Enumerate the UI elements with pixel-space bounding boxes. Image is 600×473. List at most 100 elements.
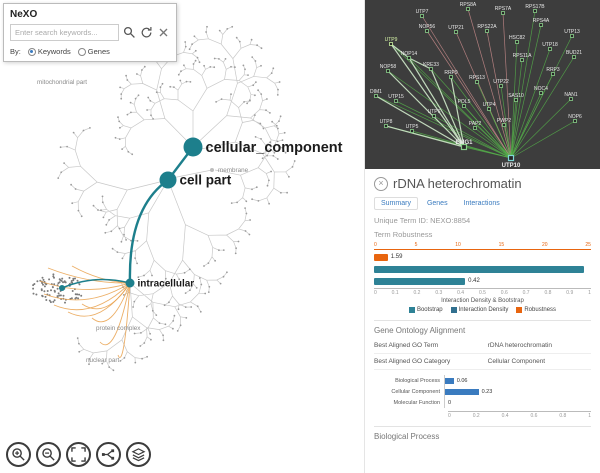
network-node-label[interactable]: RPS4A: [533, 18, 550, 24]
tree-node-intracellular[interactable]: [125, 278, 135, 288]
tree-term-label[interactable]: membrane: [218, 167, 249, 174]
network-node-DIM1[interactable]: [374, 94, 378, 98]
network-node-SAS10[interactable]: [514, 98, 518, 102]
network-node-label[interactable]: DIM1: [370, 89, 382, 95]
tab-interactions[interactable]: Interactions: [463, 200, 500, 207]
network-node-RRP3[interactable]: [551, 72, 555, 76]
zoom-in-button[interactable]: [6, 442, 31, 467]
network-node-label[interactable]: SAS10: [508, 93, 524, 99]
network-node-POL5[interactable]: [462, 104, 466, 108]
network-node-label[interactable]: RPS13: [469, 75, 485, 81]
interaction-network-panel[interactable]: UTP7 RPS8A RPS7A RPS17B UTP13 NOP56 UTP21 RPS22…: [365, 0, 600, 169]
layers-button[interactable]: [126, 442, 151, 467]
network-node-label[interactable]: UTP21: [448, 25, 464, 31]
search-icon[interactable]: [122, 26, 136, 40]
network-node-label[interactable]: UTP8: [380, 119, 393, 125]
tree-node-label[interactable]: cellular_component: [206, 140, 343, 156]
network-node-label[interactable]: POL5: [458, 99, 471, 105]
network-node-label[interactable]: NAN1: [564, 92, 578, 98]
network-node-RPS11A[interactable]: [520, 58, 524, 62]
network-node-PWP2[interactable]: [502, 123, 506, 127]
network-node-label[interactable]: PAP2: [469, 121, 482, 127]
network-node-NOP14[interactable]: [407, 56, 411, 60]
tree-term-label[interactable]: nuclear part: [86, 357, 120, 364]
network-node-label[interactable]: UTP13: [564, 29, 580, 35]
network-node-EMG1[interactable]: [460, 143, 468, 151]
tree-node-label[interactable]: intracellular: [138, 279, 195, 290]
network-node-label[interactable]: UTP5: [406, 124, 419, 130]
network-node-label[interactable]: UTP10: [502, 163, 521, 169]
network-node-UTP9[interactable]: [389, 42, 393, 46]
network-node-RRP9[interactable]: [449, 75, 453, 79]
network-node-label[interactable]: RPS17B: [525, 4, 545, 10]
network-node-NOP58[interactable]: [386, 69, 390, 73]
network-node-RPS7A[interactable]: [501, 11, 505, 15]
network-node-RPS8A[interactable]: [466, 7, 470, 11]
network-node-UTP4[interactable]: [487, 107, 491, 111]
network-node-label[interactable]: KRE33: [423, 62, 439, 68]
network-node-label[interactable]: PWP2: [497, 118, 511, 124]
network-node-label[interactable]: UTP9: [385, 37, 398, 43]
tab-summary[interactable]: Summary: [374, 197, 418, 210]
search-input[interactable]: [10, 24, 119, 41]
network-node-label[interactable]: NOP56: [419, 24, 436, 30]
network-node-label[interactable]: RRP9: [444, 70, 458, 76]
radio-keywords-control[interactable]: [27, 47, 36, 56]
network-node-UTP18[interactable]: [548, 47, 552, 51]
network-node-label[interactable]: UTP6: [428, 109, 441, 115]
network-node-UTP5[interactable]: [410, 129, 414, 133]
network-node-label[interactable]: NOP6: [568, 114, 582, 120]
network-node-UTP15[interactable]: [394, 99, 398, 103]
network-node-NAN1[interactable]: [569, 97, 573, 101]
network-node-NOC4[interactable]: [539, 91, 543, 95]
network-node-RPS22A[interactable]: [485, 29, 489, 33]
tab-genes[interactable]: Genes: [426, 200, 448, 207]
network-node-label[interactable]: NOP14: [401, 51, 418, 57]
reset-icon[interactable]: [139, 26, 153, 40]
network-node-UTP6[interactable]: [432, 114, 436, 118]
close-icon[interactable]: ×: [374, 176, 388, 191]
network-node-BUD21[interactable]: [572, 55, 576, 59]
network-node-label[interactable]: UTP7: [416, 9, 429, 15]
network-node-label[interactable]: RPS11A: [513, 53, 532, 59]
tree-term-label[interactable]: mitochondrial part: [37, 79, 87, 86]
fit-to-screen-button[interactable]: [66, 442, 91, 467]
network-node-label[interactable]: RPS22A: [477, 24, 497, 30]
network-node-RPS4A[interactable]: [539, 23, 543, 27]
network-node-label[interactable]: RRP3: [546, 67, 560, 73]
radio-keywords[interactable]: Keywords: [27, 47, 71, 56]
network-node-label[interactable]: BUD21: [566, 50, 582, 56]
tree-node-cluster[interactable]: [59, 285, 65, 291]
zoom-out-button[interactable]: [36, 442, 61, 467]
network-node-KRE33[interactable]: [429, 67, 433, 71]
clear-icon[interactable]: [156, 26, 170, 40]
network-canvas[interactable]: UTP7 RPS8A RPS7A RPS17B UTP13 NOP56 UTP21 RPS22…: [365, 0, 600, 169]
network-node-UTP7[interactable]: [420, 14, 424, 18]
network-node-RPS13[interactable]: [475, 80, 479, 84]
network-node-UTP8[interactable]: [384, 124, 388, 128]
tree-term-label[interactable]: protein complex: [96, 325, 141, 332]
network-node-label[interactable]: RPS7A: [495, 6, 512, 12]
tree-node-cellular-component[interactable]: [183, 137, 203, 157]
network-node-RPS17B[interactable]: [533, 9, 537, 13]
branch-button[interactable]: [96, 442, 121, 467]
network-node-label[interactable]: RPS8A: [460, 2, 477, 8]
network-node-UTP22[interactable]: [499, 84, 503, 88]
network-node-label[interactable]: EMG1: [455, 140, 473, 146]
network-node-HSC82[interactable]: [515, 40, 519, 44]
network-node-NOP6[interactable]: [573, 119, 577, 123]
tree-node-cell-part[interactable]: [159, 171, 177, 189]
radio-genes-control[interactable]: [77, 47, 86, 56]
network-node-NOP56[interactable]: [425, 29, 429, 33]
network-node-UTP10[interactable]: [507, 154, 515, 162]
radio-genes[interactable]: Genes: [77, 47, 110, 56]
network-node-label[interactable]: NOP58: [380, 64, 397, 70]
network-node-label[interactable]: HSC82: [509, 35, 525, 41]
network-node-label[interactable]: UTP15: [388, 94, 404, 100]
network-node-UTP13[interactable]: [570, 34, 574, 38]
network-node-UTP21[interactable]: [454, 30, 458, 34]
network-node-PAP2[interactable]: [473, 126, 477, 130]
network-node-label[interactable]: UTP18: [542, 42, 558, 48]
